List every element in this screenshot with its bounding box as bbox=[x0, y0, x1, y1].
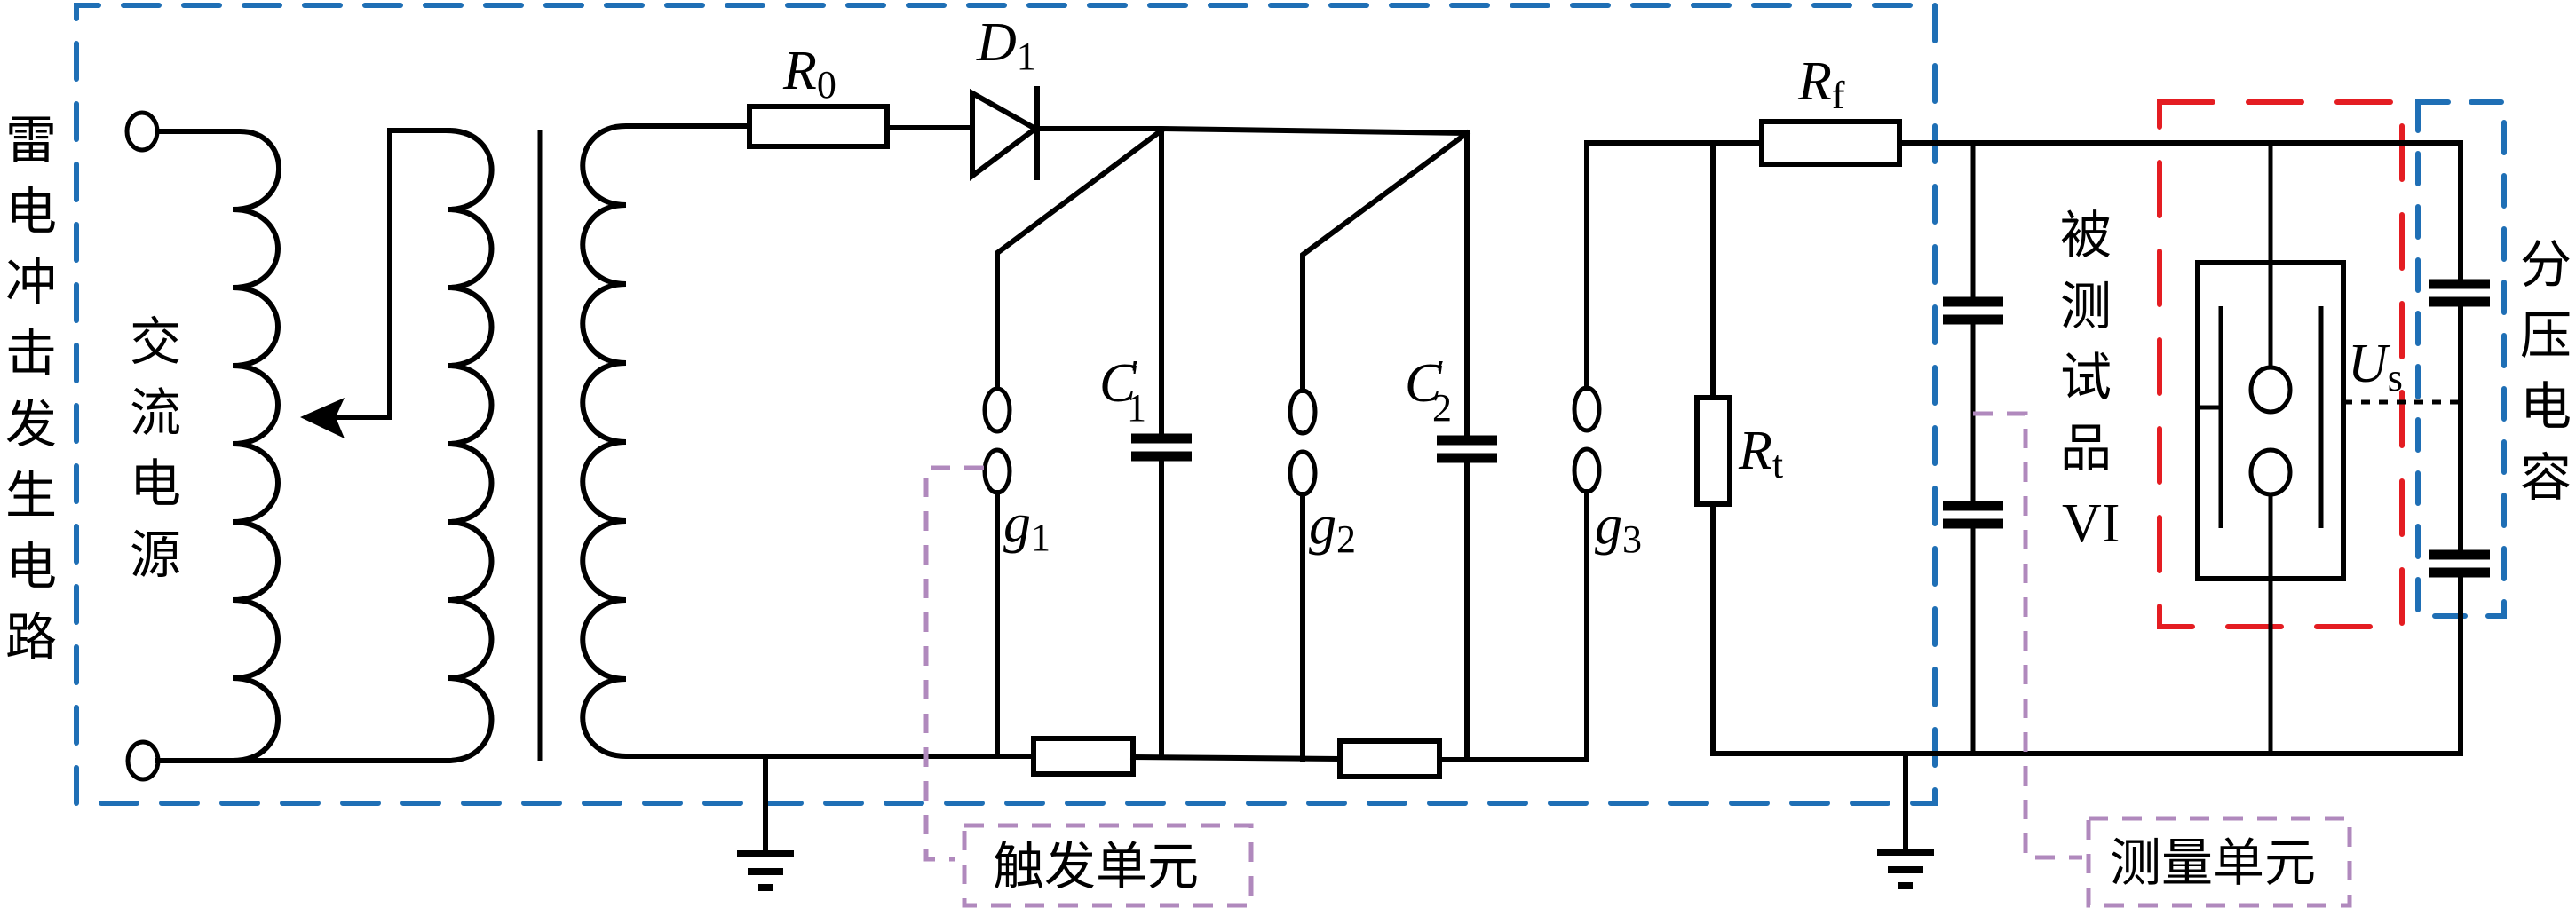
gap-g2-upper-electrode bbox=[1288, 388, 1318, 436]
measurement-unit-box bbox=[2086, 816, 2352, 908]
label-g2: g2 bbox=[1309, 495, 1356, 561]
svg-text:VI: VI bbox=[2062, 493, 2120, 554]
svg-text:电: 电 bbox=[130, 454, 181, 514]
trigger-unit-leader bbox=[923, 465, 984, 862]
ground-icon-output bbox=[1877, 751, 1934, 889]
input-terminal-bottom bbox=[125, 739, 161, 782]
resistor-r0 bbox=[747, 104, 890, 149]
measurement-unit-leader bbox=[1973, 411, 2082, 860]
resistor-rf bbox=[1759, 119, 1902, 167]
svg-text:路: 路 bbox=[5, 607, 57, 667]
svg-text:雷: 雷 bbox=[5, 110, 57, 170]
svg-text:流: 流 bbox=[130, 383, 181, 443]
charging-resistor-2 bbox=[1337, 738, 1442, 779]
svg-text:压: 压 bbox=[2520, 305, 2572, 366]
svg-text:电: 电 bbox=[5, 536, 57, 596]
measurement-unit-label: 测量单元 bbox=[2110, 833, 2316, 893]
charging-resistor-1 bbox=[1031, 736, 1136, 777]
label-c2: C′2 bbox=[1405, 352, 1452, 430]
test-object-boundary bbox=[2157, 99, 2405, 629]
trigger-unit-label: 触发单元 bbox=[993, 836, 1199, 896]
svg-text:被: 被 bbox=[2060, 205, 2112, 265]
label-rt: Rt bbox=[1738, 421, 1783, 486]
ac-source-coil bbox=[155, 129, 281, 763]
vi-upper-contact bbox=[2248, 365, 2293, 415]
gap-g3-lower-electrode bbox=[1572, 446, 1602, 494]
output-top-bus bbox=[1897, 140, 2463, 287]
svg-text:交: 交 bbox=[130, 312, 181, 372]
label-c1: C′1 bbox=[1099, 352, 1146, 430]
label-g3: g3 bbox=[1595, 495, 1642, 561]
label-r0: R0 bbox=[782, 41, 836, 107]
ground-icon-generator bbox=[737, 754, 794, 891]
svg-text:源: 源 bbox=[130, 525, 181, 585]
resistor-rt bbox=[1694, 395, 1732, 507]
divider-boundary bbox=[2415, 99, 2507, 619]
gap-g3-upper-electrode bbox=[1572, 385, 1602, 433]
label-us: Us bbox=[2348, 334, 2403, 399]
diode-d1 bbox=[970, 88, 1041, 181]
label-g1: g1 bbox=[1003, 493, 1050, 559]
hv-transformer-coil bbox=[580, 123, 999, 759]
svg-text:测: 测 bbox=[2060, 276, 2112, 336]
output-gap-lead-top bbox=[1584, 140, 1716, 391]
regulator-coil bbox=[230, 127, 495, 763]
input-terminal-top bbox=[124, 110, 160, 153]
svg-text:冲: 冲 bbox=[5, 252, 57, 312]
gap-g1-lower-electrode bbox=[982, 447, 1012, 495]
top-bus-charging bbox=[1034, 126, 1470, 137]
svg-text:发: 发 bbox=[5, 394, 57, 454]
svg-text:分: 分 bbox=[2520, 234, 2572, 295]
variable-tap-wire bbox=[335, 128, 451, 420]
divider-capacitor-label: 分 压 电 容 bbox=[2520, 234, 2572, 508]
svg-text:电: 电 bbox=[5, 181, 57, 241]
test-object-label: 被 测 试 品 VI bbox=[2060, 205, 2120, 554]
svg-text:生: 生 bbox=[5, 465, 57, 525]
ac-source-label: 交 流 电 源 bbox=[130, 312, 181, 585]
svg-text:容: 容 bbox=[2520, 447, 2572, 508]
vi-lower-contact bbox=[2248, 447, 2293, 497]
svg-text:击: 击 bbox=[5, 323, 57, 383]
switch-blade-2 bbox=[1300, 129, 1471, 393]
svg-text:品: 品 bbox=[2060, 418, 2112, 478]
generator-circuit-label: 雷 电 冲 击 发 生 电 路 bbox=[5, 110, 57, 667]
svg-text:试: 试 bbox=[2060, 347, 2112, 407]
trigger-unit-box bbox=[962, 823, 1254, 908]
tap-arrow-icon bbox=[300, 398, 345, 438]
label-d1: D1 bbox=[976, 12, 1036, 78]
bottom-bus-stage bbox=[994, 619, 1589, 762]
gap-g1-upper-electrode bbox=[982, 386, 1012, 434]
label-rf: Rf bbox=[1797, 51, 1845, 117]
switch-blade-1 bbox=[995, 126, 1166, 391]
svg-text:电: 电 bbox=[2520, 376, 2572, 437]
gap-g2-lower-electrode bbox=[1288, 449, 1318, 497]
generator-circuit-boundary bbox=[74, 3, 1938, 806]
